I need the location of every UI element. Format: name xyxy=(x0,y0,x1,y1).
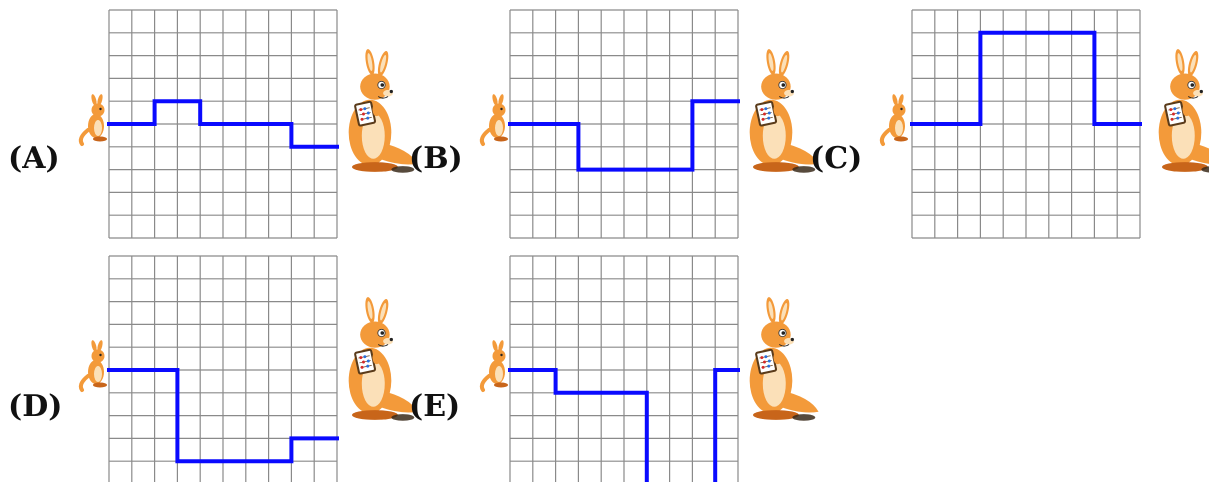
option-panel: (E) xyxy=(409,255,820,482)
route-path xyxy=(508,99,740,172)
kangaroo-with-abacus-icon xyxy=(1157,47,1209,174)
baby-kangaroo-icon xyxy=(479,337,510,392)
option-panel: (B) xyxy=(409,9,820,239)
kangaroo-with-abacus-icon xyxy=(347,47,419,174)
option-label: (A) xyxy=(8,141,60,176)
baby-kangaroo-icon xyxy=(78,337,109,392)
option-label: (C) xyxy=(810,141,862,176)
option-panel: (D) xyxy=(8,255,419,482)
route-path xyxy=(910,30,1142,126)
baby-kangaroo-icon xyxy=(479,91,510,146)
kangaroo-with-abacus-icon xyxy=(748,295,820,422)
option-label: (D) xyxy=(8,389,62,424)
option-label: (B) xyxy=(409,141,463,176)
route-path xyxy=(107,99,339,149)
grid xyxy=(108,9,338,239)
kangaroo-with-abacus-icon xyxy=(347,295,419,422)
route-path xyxy=(508,368,740,482)
route-path xyxy=(107,368,339,464)
option-label: (E) xyxy=(409,389,460,424)
kangaroo-with-abacus-icon xyxy=(748,47,820,174)
baby-kangaroo-icon xyxy=(78,91,109,146)
option-panel: (A) xyxy=(8,9,419,239)
option-panel: (C) xyxy=(810,9,1209,239)
baby-kangaroo-icon xyxy=(879,91,910,146)
